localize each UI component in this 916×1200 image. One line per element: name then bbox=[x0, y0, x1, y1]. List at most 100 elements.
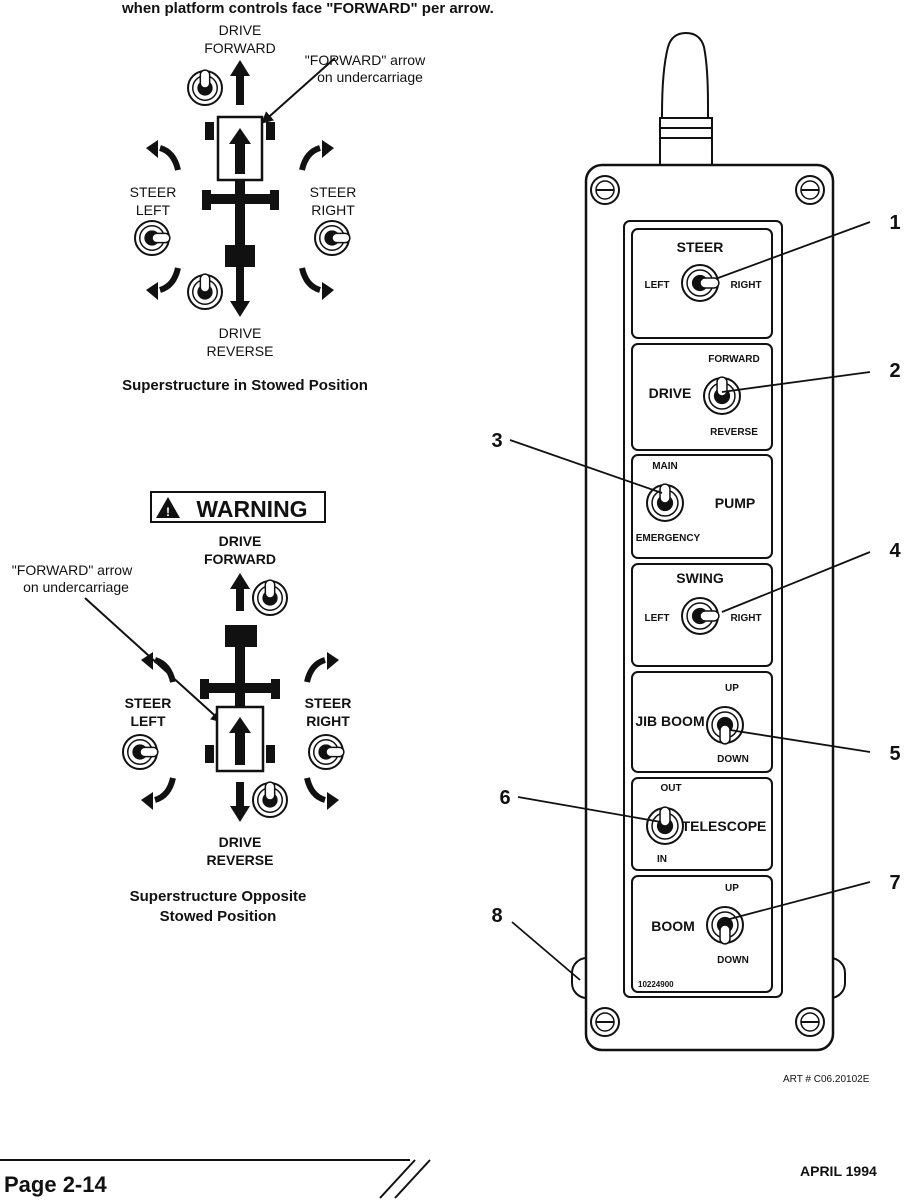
forward-arrow-icon bbox=[229, 717, 251, 765]
top-note: when platform controls face "FORWARD" pe… bbox=[121, 0, 494, 17]
page-number: Page 2-14 bbox=[4, 1172, 107, 1197]
curved-arrow-icon bbox=[146, 140, 181, 171]
section-title: DRIVE bbox=[649, 385, 692, 401]
warning-box bbox=[150, 491, 326, 523]
switch-position-label: DOWN bbox=[717, 754, 749, 765]
cable-gland bbox=[659, 117, 713, 167]
switch-position-label: FORWARD bbox=[708, 354, 759, 365]
callout-leader bbox=[517, 796, 662, 823]
diagram-opposite: ! WARNING DRIVE FORWARD "FORWARD" arrow … bbox=[12, 491, 352, 925]
callout-leader bbox=[721, 371, 871, 393]
steer-left-label: STEER bbox=[130, 184, 177, 200]
switch-position-label: UP bbox=[725, 883, 739, 894]
forward-arrow-note: on undercarriage bbox=[317, 69, 423, 85]
warning-icon bbox=[156, 497, 180, 518]
callout-number: 7 bbox=[889, 872, 900, 894]
steer-left-label: LEFT bbox=[136, 202, 171, 218]
switch-position-label: DOWN bbox=[717, 955, 749, 966]
callout-leader bbox=[509, 439, 663, 494]
callout-number: 4 bbox=[889, 540, 901, 562]
switch-position-label: RIGHT bbox=[730, 613, 761, 624]
steer-right-label: RIGHT bbox=[306, 713, 350, 729]
section-title: BOOM bbox=[651, 918, 695, 934]
curved-arrow-icon bbox=[304, 777, 339, 810]
toggle-switch-icon bbox=[252, 781, 288, 818]
screw-icon bbox=[795, 1007, 825, 1037]
drive-forward-label: FORWARD bbox=[204, 40, 276, 56]
forward-arrow-note: "FORWARD" arrow bbox=[12, 562, 133, 578]
revision-date: APRIL 1994 bbox=[800, 1163, 877, 1179]
switch-section-drive: DRIVE FORWARD REVERSE bbox=[631, 343, 773, 451]
callout-number: 6 bbox=[499, 787, 510, 809]
switch-position-label: REVERSE bbox=[710, 427, 758, 438]
footer-slash-icon bbox=[379, 1159, 431, 1199]
steer-right-label: STEER bbox=[310, 184, 357, 200]
part-number: 10224900 bbox=[638, 980, 674, 989]
callout-number: 1 bbox=[889, 212, 900, 234]
steer-right-label: STEER bbox=[305, 695, 352, 711]
curved-arrow-icon bbox=[299, 140, 334, 171]
screw-icon bbox=[590, 175, 620, 205]
steer-left-label: LEFT bbox=[131, 713, 166, 729]
toggle-switch-icon bbox=[134, 220, 171, 256]
drive-forward-label: FORWARD bbox=[204, 551, 276, 567]
curved-arrow-icon bbox=[146, 267, 181, 300]
steer-left-label: STEER bbox=[125, 695, 172, 711]
section-title: STEER bbox=[677, 239, 724, 255]
screw-icon bbox=[795, 175, 825, 205]
toggle-switch-icon bbox=[314, 220, 351, 256]
toggle-switch-icon bbox=[122, 734, 159, 770]
arrow-up-icon bbox=[230, 60, 250, 105]
switch-position-label: UP bbox=[725, 683, 739, 694]
toggle-switch-icon bbox=[187, 69, 223, 106]
switch-position-label: LEFT bbox=[645, 280, 670, 291]
forward-arrow-icon bbox=[229, 128, 251, 174]
footer: Page 2-14 APRIL 1994 bbox=[0, 1159, 877, 1199]
callout-leader bbox=[511, 921, 581, 981]
switch-position-label: LEFT bbox=[645, 613, 670, 624]
diagram-stowed: DRIVE FORWARD "FORWARD" arrow on underca… bbox=[122, 22, 426, 394]
toggle-switch-icon bbox=[252, 579, 288, 616]
callout-leader bbox=[721, 551, 871, 613]
arrow-down-icon bbox=[230, 782, 250, 822]
callout-number: 2 bbox=[889, 360, 900, 382]
section-title: TELESCOPE bbox=[682, 818, 767, 834]
switch-position-label: RIGHT bbox=[730, 280, 761, 291]
forward-arrow-note: on undercarriage bbox=[23, 579, 129, 595]
warning-label: WARNING bbox=[196, 496, 307, 522]
toggle-switch-icon bbox=[646, 806, 684, 845]
callout-number: 8 bbox=[491, 905, 502, 927]
caption: Stowed Position bbox=[160, 908, 277, 925]
forward-arrow-note: "FORWARD" arrow bbox=[305, 52, 426, 68]
drive-reverse-label: REVERSE bbox=[207, 852, 274, 868]
arrow-up-icon bbox=[230, 573, 250, 611]
switch-position-label: OUT bbox=[660, 783, 681, 794]
toggle-switch-icon bbox=[706, 906, 744, 945]
switch-position-label: EMERGENCY bbox=[636, 533, 701, 544]
callout-number: 5 bbox=[889, 743, 900, 765]
screw-icon bbox=[590, 1007, 620, 1037]
art-number: ART # C06.20102E bbox=[783, 1074, 870, 1085]
drive-reverse-label: DRIVE bbox=[219, 325, 262, 341]
curved-arrow-icon bbox=[304, 652, 339, 683]
section-title: JIB BOOM bbox=[635, 713, 704, 729]
drive-forward-label: DRIVE bbox=[219, 22, 262, 38]
callout-leader bbox=[729, 729, 871, 753]
leader-line bbox=[261, 57, 336, 124]
toggle-switch-icon bbox=[706, 706, 744, 745]
toggle-switch-icon bbox=[681, 264, 720, 302]
control-pendant: STEER LEFT RIGHT DRIVE FORWARD REVERSE PUMPMAI… bbox=[491, 31, 901, 1052]
toggle-switch-icon bbox=[187, 273, 223, 310]
toggle-switch-icon bbox=[703, 376, 741, 415]
steer-right-label: RIGHT bbox=[311, 202, 355, 218]
switch-section-boom: BOOM UP DOWN bbox=[631, 875, 773, 993]
curved-arrow-icon bbox=[141, 652, 176, 683]
caption: Superstructure in Stowed Position bbox=[122, 377, 368, 394]
arrow-down-icon bbox=[230, 267, 250, 317]
drive-reverse-label: REVERSE bbox=[207, 343, 274, 359]
caption: Superstructure Opposite bbox=[130, 888, 307, 905]
